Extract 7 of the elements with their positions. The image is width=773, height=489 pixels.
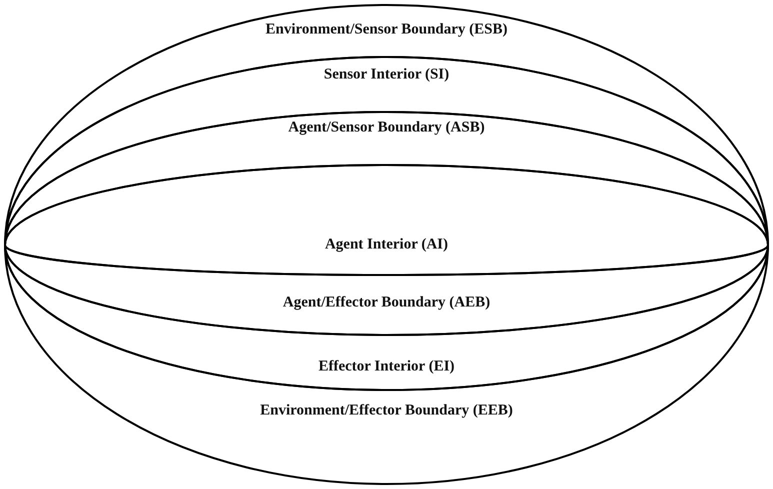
band-label: Effector Interior (EI) xyxy=(318,358,455,376)
band-label: Agent/Sensor Boundary (ASB) xyxy=(288,120,485,136)
band-label: Environment/Sensor Boundary (ESB) xyxy=(266,22,508,38)
band-label: Sensor Interior (SI) xyxy=(324,66,450,84)
band-label: Agent/Effector Boundary (AEB) xyxy=(282,294,490,312)
band-label: Environment/Effector Boundary (EEB) xyxy=(260,402,513,420)
band-label: Agent Interior (AI) xyxy=(324,236,448,254)
